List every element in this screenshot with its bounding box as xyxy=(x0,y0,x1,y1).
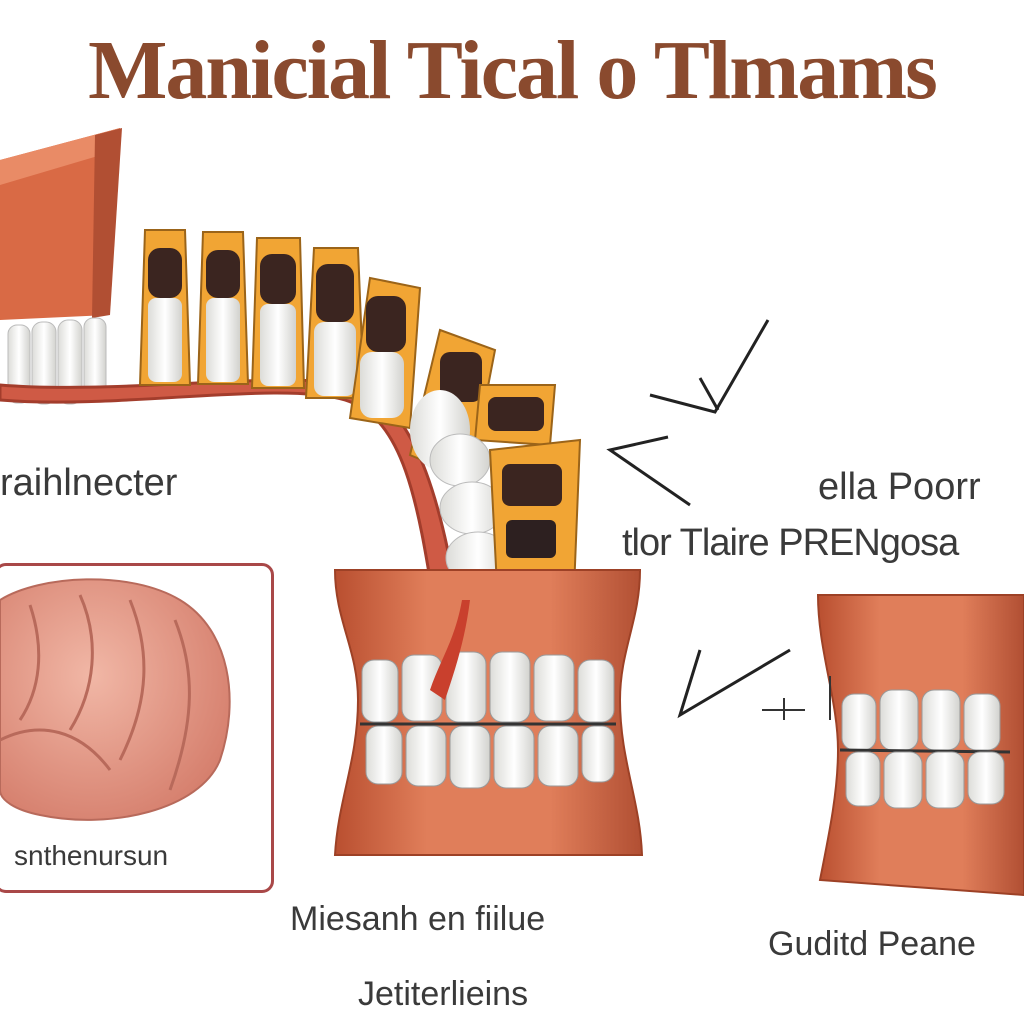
label-right-top: ella Poorr xyxy=(818,466,981,508)
center-jaw-model xyxy=(333,569,644,856)
arrow-pointer-icon xyxy=(606,435,691,507)
label-inset: snthenursun xyxy=(14,840,169,871)
label-center-bottom: Miesanh en fiilue xyxy=(290,900,546,938)
right-jaw-model xyxy=(816,594,1024,897)
page-title: Manicial Tical o Tlmams xyxy=(88,24,938,117)
check-mark-icon xyxy=(677,648,791,719)
plus-icon xyxy=(762,676,831,720)
tissue-illustration xyxy=(0,578,231,821)
check-mark-icon xyxy=(649,319,770,414)
inset-frame xyxy=(0,563,274,893)
label-right-bottom: Guditd Peane xyxy=(768,925,976,963)
lower-left-teeth xyxy=(7,317,107,405)
upper-gum-block xyxy=(0,128,122,320)
label-center-bottom-2: Jetiterlieins xyxy=(358,975,529,1013)
label-right-middle: tlor Tlaire PRENgosa xyxy=(622,522,959,564)
label-upper-left: raihlnecter xyxy=(0,462,178,504)
